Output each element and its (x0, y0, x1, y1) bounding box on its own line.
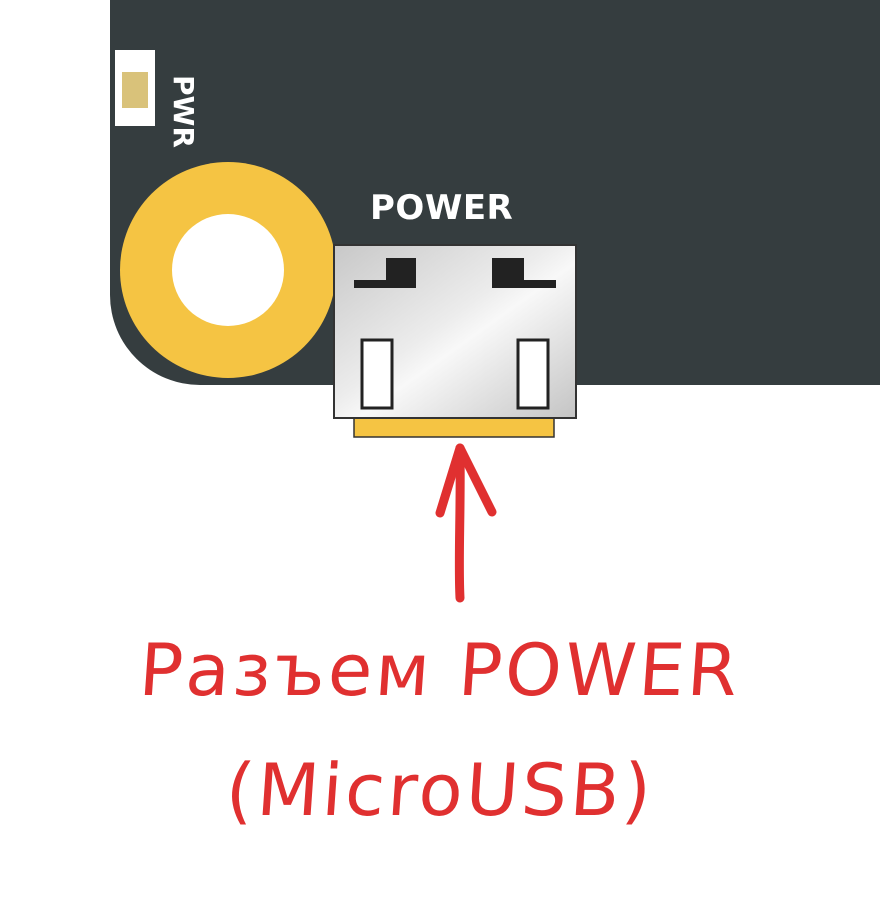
annotation-title: Разъем POWER (136, 628, 744, 712)
led-label: PWR (167, 75, 200, 148)
arrow-up-icon (435, 443, 497, 603)
pwr-led (115, 50, 155, 126)
annotation-subtitle: (MicroUSB) (223, 748, 657, 832)
mounting-hole (120, 162, 336, 378)
connector-label: POWER (370, 188, 514, 228)
microusb-connector (333, 244, 577, 438)
